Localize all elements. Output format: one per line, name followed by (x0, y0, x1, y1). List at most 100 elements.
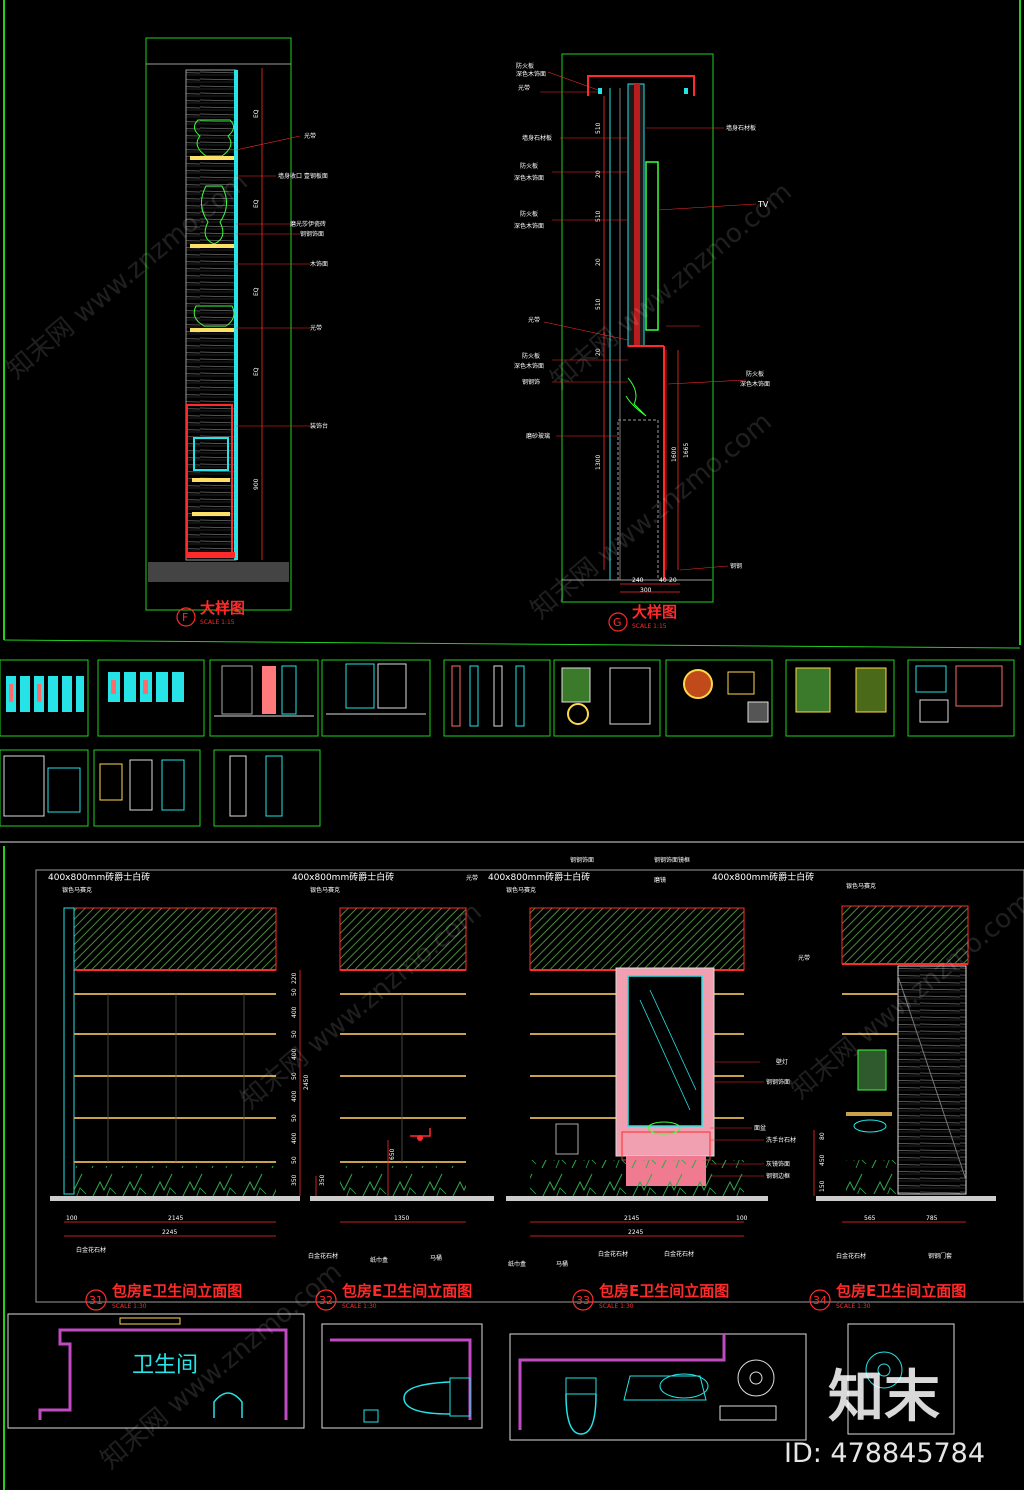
dim-label: EQ (253, 367, 260, 376)
dim-label: 2145 (168, 1215, 183, 1222)
callout-label: 装饰台 (310, 422, 328, 430)
header-label: 光带 (466, 874, 478, 882)
detail-g-scale: SCALE 1:15 (632, 623, 667, 630)
elevation-32 (310, 907, 494, 1201)
callout-label: 墙身石材板 (522, 134, 552, 142)
dim-label: EQ (253, 109, 260, 118)
elevation-side-callouts: 壁灯 钢钢饰面 面盆 洗手台石材 灰镜饰面 钢钢边框 (754, 1058, 796, 1180)
view-number: 33 (576, 1294, 590, 1307)
elevation-title-33: 33 包房E卫生间立面图 SCALE 1:30 (572, 1282, 729, 1311)
callout-label: 纸巾盒 (370, 1256, 388, 1264)
callout-label: 马桶 (430, 1254, 442, 1262)
callout-label: 墙身收口 壹钢板面 (278, 172, 328, 180)
elevation-bottom-callouts: 白金花石材 白金花石材 纸巾盒 马桶 纸巾盒 马桶 白金花石材 白金花石材 白金… (76, 1246, 952, 1268)
callout-label: 防火板 (520, 162, 538, 170)
callout-label: 白金花石材 (76, 1246, 106, 1254)
detail-g-drawing: 510 20 510 20 510 20 1300 1600 1665 240 … (514, 53, 770, 632)
dim-label: EQ (253, 287, 260, 296)
detail-f-callouts: 光带 墙身收口 壹钢板面 磨光莎伊瓷砖 钢钢饰面 木饰面 光带 装饰台 (278, 132, 328, 430)
detail-g-horizontal-dims: 240 40 20 300 (632, 577, 677, 594)
plan-3 (509, 1333, 807, 1441)
detail-marker (608, 612, 628, 632)
detail-g-vertical-dims: 510 20 510 20 510 20 1300 1600 1665 (595, 122, 690, 470)
watermarks: 知末网 www.znzmo.com 知末网 www.znzmo.com 知末网 … (1, 167, 1024, 1476)
header-label: 400x800mm砖爵士白砖 (488, 871, 590, 883)
dim-label: 450 (819, 1154, 826, 1166)
dim-label: 565 (864, 1215, 876, 1222)
callout-label: 钢钢饰面 (300, 230, 324, 238)
callout-label: 墙身石材板 (726, 124, 756, 132)
header-label: 磨镜 (654, 876, 666, 884)
dim-label: 50 (291, 1156, 298, 1164)
dim-label: 1665 (683, 443, 690, 458)
elevation-34 (816, 905, 996, 1201)
elevation-bottom-dims: 100 2145 2245 350 1350 650 2145 2245 100… (66, 1132, 938, 1236)
detail-g-title: 大样图 (632, 603, 677, 621)
header-label: 钢钢饰面镜框 (654, 856, 690, 864)
dim-label: 350 (291, 1174, 298, 1186)
callout-label: 防火板 (520, 210, 538, 218)
dim-label: 400 (291, 1132, 298, 1144)
plan-2 (321, 1323, 483, 1429)
dim-label: 50 (291, 988, 298, 996)
callout-label: 光带 (518, 84, 530, 92)
detail-f-number: F (182, 611, 188, 624)
callout-label: 深色木饰面 (516, 70, 546, 78)
callout-label: 白金花石材 (836, 1252, 866, 1260)
callout-label: 防火板 (746, 370, 764, 378)
dim-label: 50 (291, 1114, 298, 1122)
thumbnail (213, 749, 321, 827)
callout-label: 光带 (310, 324, 322, 332)
dim-label: 50 (291, 1072, 298, 1080)
dim-label: 400 (291, 1048, 298, 1060)
plan-room-label: 卫生间 (132, 1353, 198, 1378)
dim-label: 510 (595, 210, 602, 222)
sheet-thumbnails (0, 659, 1024, 1490)
dim-label: 220 (291, 972, 298, 984)
dim-label: 2145 (624, 1215, 639, 1222)
header-label: 光带 (798, 954, 810, 962)
thumbnail (93, 749, 201, 827)
callout-label: 马桶 (556, 1260, 568, 1268)
dim-label: 240 (632, 577, 644, 584)
header-label: 400x800mm砖爵士白砖 (292, 871, 394, 883)
dim-label: 1300 (595, 455, 602, 470)
callout-label: 钢钢饰 (522, 378, 540, 386)
thumbnail (209, 659, 319, 737)
dim-label: 150 (819, 1180, 826, 1192)
dim-label: 400 (291, 1090, 298, 1102)
elevation-title-31: 31 包房E卫生间立面图 SCALE 1:30 (85, 1282, 242, 1311)
callout-label: 木饰面 (310, 260, 328, 268)
callout-label: 磨砂玻璃 (526, 432, 550, 440)
dim-label: 510 (595, 122, 602, 134)
callout-label: 钢钢 (730, 562, 742, 570)
dim-label: 400 (291, 1006, 298, 1018)
dim-label: 650 (389, 1148, 396, 1160)
header-label: 银色马赛克 (846, 882, 876, 890)
view-scale: SCALE 1:30 (836, 1303, 871, 1310)
dim-label: 80 (819, 1132, 826, 1140)
detail-g-callouts: 防火板 深色木饰面 光带 墙身石材板 防火板 深色木饰面 防火板 深色木饰面 光… (514, 62, 770, 570)
detail-f-drawing: EQ EQ EQ EQ 900 光带 墙身收口 壹钢板面 磨光莎伊瓷砖 钢钢饰面… (145, 37, 328, 627)
view-scale: SCALE 1:30 (112, 1303, 147, 1310)
view-title: 包房E卫生间立面图 (342, 1282, 472, 1300)
callout-label: 深色木饰面 (514, 222, 544, 230)
dim-label: EQ (253, 199, 260, 208)
callout-label: 钢钢边框 (766, 1172, 790, 1180)
dim-label: 300 (640, 587, 652, 594)
view-scale: SCALE 1:30 (599, 1303, 634, 1310)
header-label: 银色马赛克 (310, 886, 340, 894)
thumbnail (97, 659, 205, 737)
elevation-title-34: 34 包房E卫生间立面图 SCALE 1:30 (809, 1282, 966, 1311)
header-label: 银色马赛克 (506, 886, 536, 894)
callout-label: 白金花石材 (664, 1250, 694, 1258)
thumbnail (665, 659, 773, 737)
dim-label: 785 (926, 1215, 938, 1222)
dim-label: 20 (595, 258, 602, 266)
dim-label: 900 (253, 478, 260, 490)
bathroom-plans: 卫生间 (7, 1313, 955, 1441)
dim-label: 50 (291, 1030, 298, 1038)
view-number: 32 (319, 1294, 333, 1307)
detail-f-title: 大样图 (200, 599, 245, 617)
thumbnail (443, 659, 551, 737)
